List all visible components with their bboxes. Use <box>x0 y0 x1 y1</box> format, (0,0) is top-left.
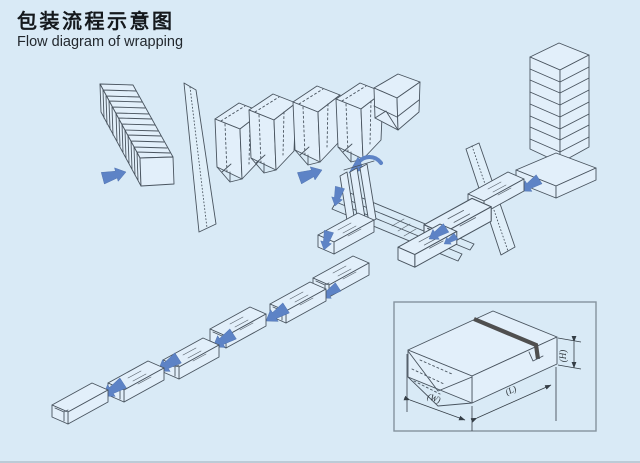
page-title-zh: 包装流程示意图 <box>17 11 175 33</box>
bottom-edge-divider <box>0 461 640 463</box>
sealing-conveyor <box>331 160 475 262</box>
wrap-stage-5 <box>373 73 421 131</box>
dim-length-arrow <box>470 384 552 423</box>
film-sheet-left <box>183 82 217 233</box>
dim-width-label: (W) <box>426 391 442 405</box>
tear-tape <box>473 317 541 360</box>
wrap-stage-3 <box>292 85 341 166</box>
dim-length-label: (L) <box>504 383 518 397</box>
dimension-marks: (W) (L) (H) <box>403 336 582 431</box>
dim-width-arrow <box>403 395 466 421</box>
inset-border <box>393 301 597 432</box>
page-title-en: Flow diagram of wrapping <box>17 34 184 50</box>
carton-blank-stack <box>529 42 590 164</box>
flow-arrow-1 <box>100 165 129 186</box>
dimension-inset: (W) (L) (H) <box>393 301 597 432</box>
final-pack <box>51 382 109 425</box>
product-slice-stack <box>99 83 175 187</box>
page-title: 包装流程示意图 Flow diagram of wrapping <box>17 11 183 50</box>
dim-height-label: (H) <box>558 350 568 363</box>
package-drawing <box>407 310 558 407</box>
flow-arrow-2 <box>296 163 325 185</box>
